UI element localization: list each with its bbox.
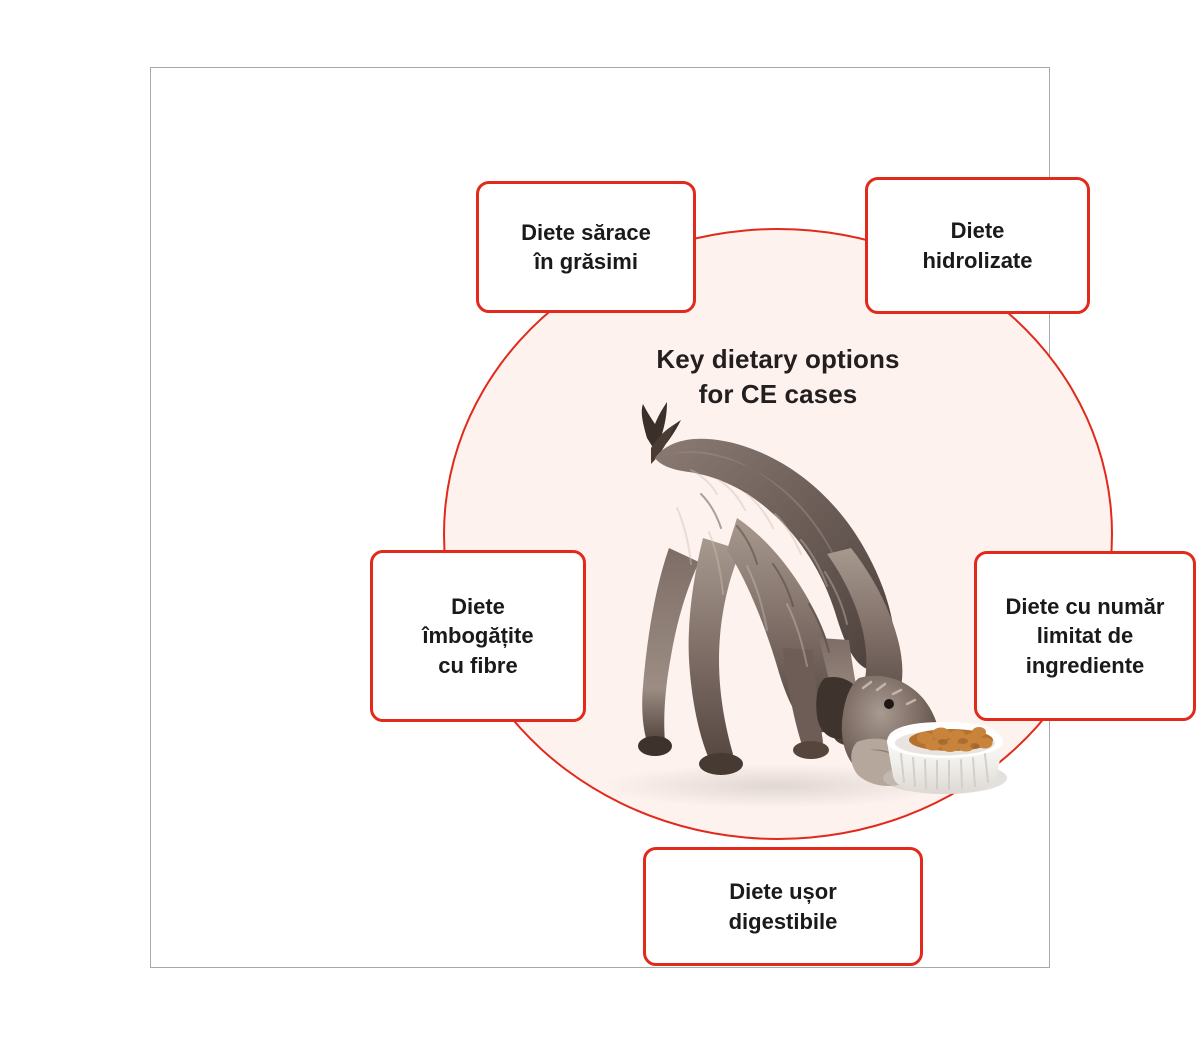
diet-option-low-fat-line-2: în grăsimi bbox=[534, 249, 638, 274]
diet-option-limited-ingredient-line-2: limitat de bbox=[1036, 623, 1134, 649]
center-title-line-1: Key dietary options bbox=[656, 344, 900, 374]
diet-option-hydrolysed[interactable]: Diete hidrolizate bbox=[865, 177, 1090, 314]
diet-option-fibre-enriched-line-3: cu fibre bbox=[438, 652, 518, 678]
center-circle bbox=[443, 228, 1113, 840]
diet-option-hydrolysed-line-1: Diete bbox=[950, 218, 1005, 244]
diet-option-limited-ingredient-line-1: Diete cu număr bbox=[1005, 594, 1165, 620]
diet-option-low-fat[interactable]: Diete sărace în grăsimi bbox=[476, 181, 696, 313]
figure-frame: Key dietary options for CE cases bbox=[150, 67, 1196, 968]
diet-option-low-fat-line-1: Diete sărace bbox=[521, 219, 651, 245]
center-title: Key dietary options for CE cases bbox=[578, 342, 978, 411]
diet-option-hydrolysed-line-2: hidrolizate bbox=[922, 247, 1033, 273]
diet-option-fibre-enriched[interactable]: Diete îmbogățite cu fibre bbox=[370, 550, 586, 722]
center-title-line-2: for CE cases bbox=[698, 378, 858, 409]
diet-option-highly-digestible[interactable]: Diete ușor digestibile bbox=[643, 847, 923, 966]
diet-option-highly-digestible-line-1: Diete ușor bbox=[729, 879, 837, 905]
diet-option-limited-ingredient[interactable]: Diete cu număr limitat de ingrediente bbox=[974, 551, 1196, 721]
diet-option-fibre-enriched-line-1: Diete bbox=[451, 594, 505, 620]
diet-option-highly-digestible-line-2: digestibile bbox=[728, 908, 838, 934]
diet-option-fibre-enriched-line-2: îmbogățite bbox=[422, 623, 534, 649]
diet-option-limited-ingredient-line-3: ingrediente bbox=[1025, 652, 1145, 678]
